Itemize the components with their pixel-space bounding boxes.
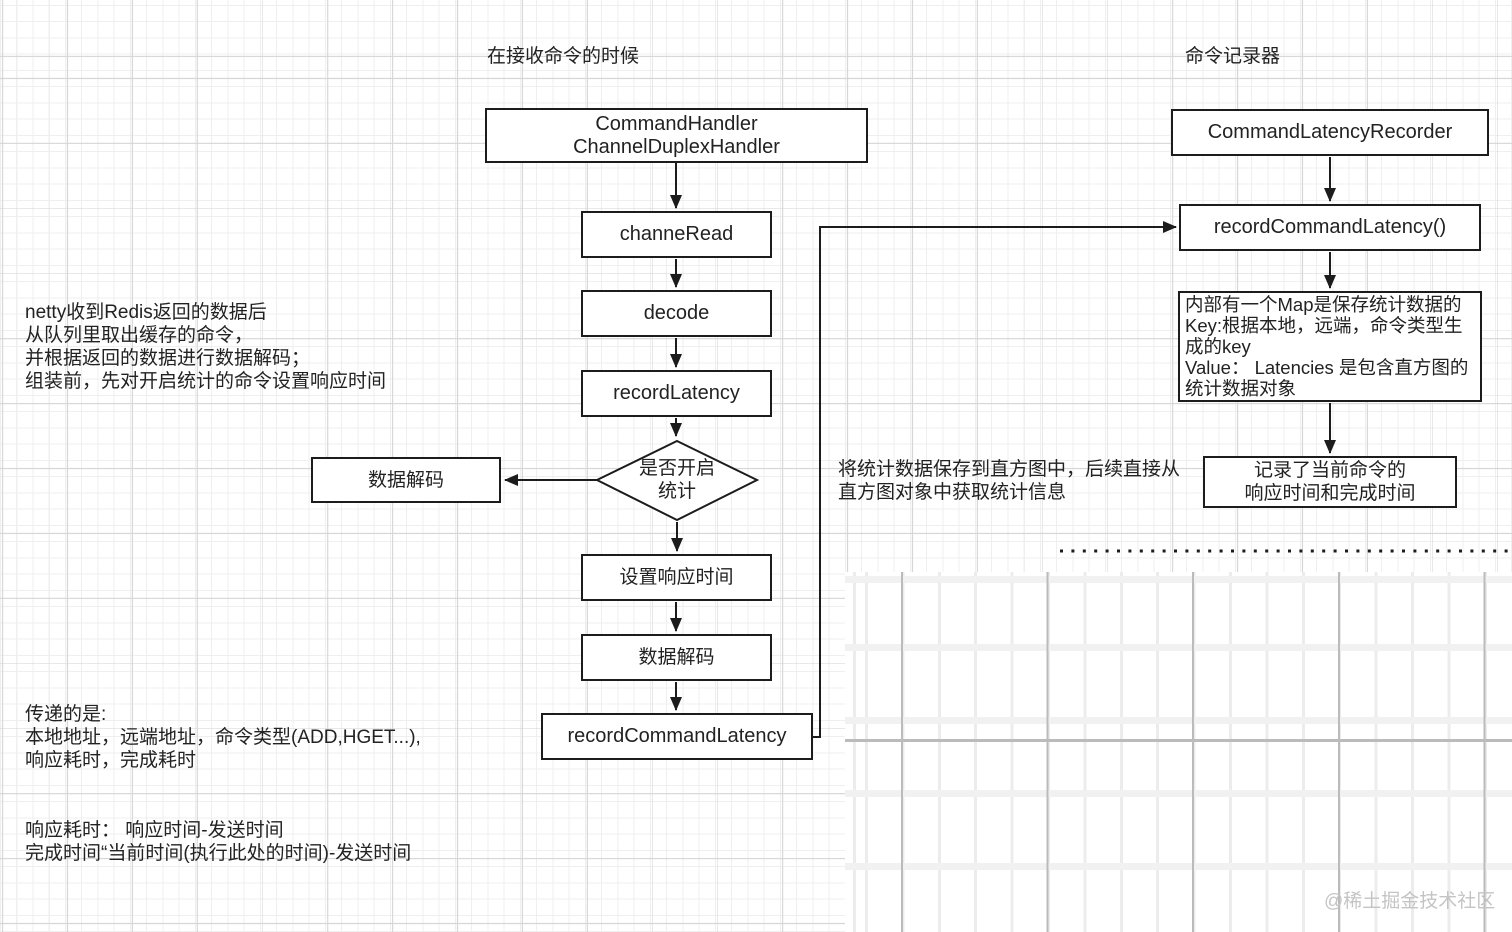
title-command-recorder: 命令记录器 bbox=[1185, 46, 1281, 67]
large-grid-region bbox=[845, 572, 1512, 932]
node-record-command-latency: recordCommandLatency bbox=[541, 713, 813, 760]
node-command-latency-recorder: CommandLatencyRecorder bbox=[1171, 109, 1489, 156]
node-data-decode-branch: 数据解码 bbox=[311, 457, 501, 503]
note-passed-params: 传递的是: 本地地址，远端地址，命令类型(ADD,HGET...), 响应耗时，… bbox=[25, 704, 421, 771]
node-record-latency: recordLatency bbox=[581, 370, 772, 417]
node-decode: decode bbox=[581, 290, 772, 337]
note-latency-formula: 响应耗时： 响应时间-发送时间 完成时间“当前时间(执行此处的时间)-发送时间 bbox=[25, 820, 412, 864]
note-histogram: 将统计数据保存到直方图中，后续直接从 直方图对象中获取统计信息 bbox=[838, 459, 1181, 503]
node-channe-read: channeRead bbox=[581, 211, 772, 258]
node-record-result: 记录了当前命令的 响应时间和完成时间 bbox=[1203, 456, 1457, 508]
note-netty-flow: netty收到Redis返回的数据后 从队列里取出缓存的命令， 并根据返回的数据… bbox=[25, 302, 387, 392]
node-map-structure-note: 内部有一个Map是保存统计数据的 Key:根据本地，远端，命令类型生 成的key… bbox=[1178, 291, 1482, 402]
decision-stats-enabled-label: 是否开启 统计 bbox=[638, 458, 715, 502]
node-set-response-time: 设置响应时间 bbox=[581, 554, 772, 601]
node-record-command-latency-fn: recordCommandLatency() bbox=[1179, 204, 1481, 251]
title-receive-command: 在接收命令的时候 bbox=[487, 46, 640, 67]
watermark: @稀土掘金技术社区 bbox=[1324, 891, 1496, 912]
node-data-decode: 数据解码 bbox=[581, 634, 772, 681]
node-command-handler: CommandHandler ChannelDuplexHandler bbox=[485, 108, 868, 163]
